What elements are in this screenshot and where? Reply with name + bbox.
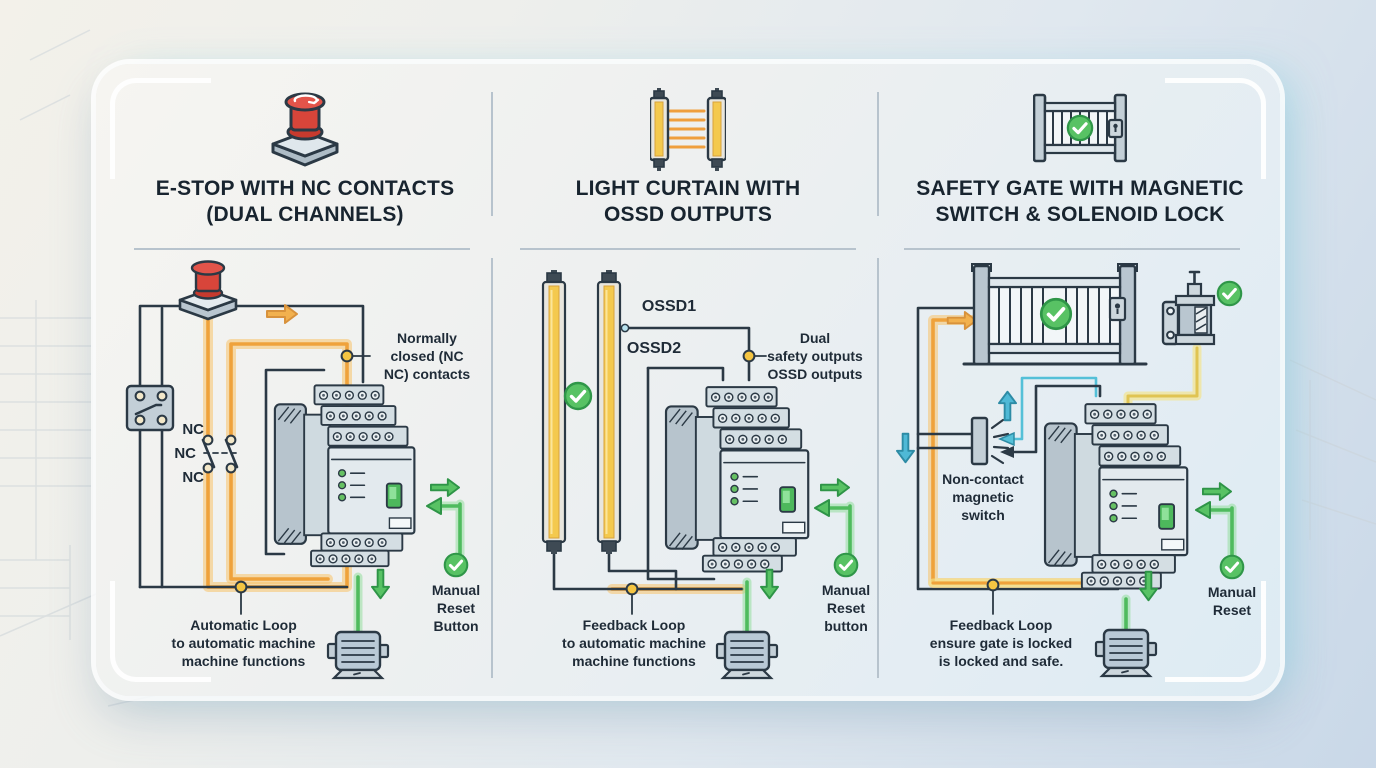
e-stop-device — [178, 260, 238, 321]
ossd2-label: OSSD2 — [626, 340, 682, 357]
nc-label-2: NC — [174, 445, 196, 462]
reset-arrow-right-icon — [430, 478, 460, 497]
panel-header-estop: E-STOP WITH NC CONTACTS (DUAL CHANNELS) — [119, 84, 491, 228]
contacts-note: Normally closed (NC NC) contacts — [383, 330, 471, 382]
nc-label-1: NC — [182, 421, 204, 438]
outputs-note: Dual safety outputs OSSD outputs — [767, 330, 863, 382]
gate-check-icon — [1039, 297, 1073, 331]
safety-relay-module — [275, 385, 415, 566]
light-curtain-icon — [502, 84, 874, 176]
nc-label-3: NC — [182, 469, 204, 486]
loop-arrow-right-icon — [946, 311, 978, 330]
diagram-estop: NC NC NC Normally closed (NC NC) contact… — [118, 256, 490, 692]
loop-junction-dot — [234, 580, 248, 594]
switch-note: Non-contact magnetic switch — [942, 471, 1024, 523]
loop-junction-dot — [625, 582, 639, 596]
light-curtain-bar-left — [541, 270, 567, 554]
reset-arrow-left-icon — [1195, 501, 1211, 519]
title-underline-2 — [520, 248, 856, 250]
divider-2-bottom — [877, 258, 879, 678]
reset-check-icon — [833, 552, 859, 578]
switch-wires — [916, 432, 974, 450]
loop-note: Feedback Loop to automatic machine machi… — [562, 617, 706, 669]
safety-gate-device — [962, 263, 1148, 366]
cyan-arrow-down-icon — [896, 432, 915, 464]
title-underline-1 — [134, 248, 470, 250]
light-curtain-bar-right — [596, 270, 622, 554]
junction-dot — [742, 349, 756, 363]
reset-arrow-right-icon — [1202, 482, 1232, 501]
diagram-light-curtain: OSSD1 OSSD2 Dual safety outputs OSSD out… — [504, 256, 876, 692]
infographic-card: E-STOP WITH NC CONTACTS (DUAL CHANNELS) — [96, 64, 1280, 696]
manual-reset-path — [814, 478, 859, 578]
output-arrow-down-icon — [760, 568, 779, 600]
dark-arrow-left-icon — [1000, 446, 1014, 458]
reset-note: Manual Reset Button — [431, 582, 481, 634]
machine-output — [715, 568, 779, 680]
nc-contacts — [201, 434, 240, 474]
divider-2-top — [877, 92, 879, 216]
corner-bracket-bottom-right — [1165, 581, 1266, 682]
corner-bracket-top-right — [1165, 78, 1266, 179]
reset-arrow-left-icon — [426, 497, 442, 515]
output-arrow-down-icon — [371, 568, 390, 600]
cyan-arrow-up-icon — [998, 390, 1017, 422]
safety-relay-module — [1045, 404, 1187, 588]
panel-header-light-curtain: LIGHT CURTAIN WITH OSSD OUTPUTS — [502, 84, 874, 228]
corner-bracket-bottom-left — [110, 581, 211, 682]
corner-bracket-top-left — [110, 78, 211, 179]
safety-relay-module — [666, 387, 808, 571]
signal-wires — [896, 376, 1102, 464]
reset-check-icon — [443, 552, 469, 578]
curtain-check-icon — [563, 381, 593, 411]
safety-gate-icon — [894, 84, 1266, 176]
ossd-wires — [621, 326, 751, 581]
cyan-arrow-left-icon — [998, 431, 1015, 447]
loop-note: Automatic Loop to automatic machine mach… — [171, 617, 316, 669]
solenoid-check-icon — [1216, 280, 1243, 307]
reset-check-icon — [1219, 554, 1245, 580]
contact-block — [125, 384, 175, 432]
panel-header-safety-gate: SAFETY GATE WITH MAGNETIC SWITCH & SOLEN… — [894, 84, 1266, 228]
reset-arrow-left-icon — [814, 499, 830, 517]
divider-1-top — [491, 92, 493, 216]
diagram-safety-gate: Non-contact magnetic switch Feedback Loo… — [888, 256, 1260, 692]
loop-note: Feedback Loop ensure gate is locked is l… — [929, 617, 1073, 669]
flow-arrow-icon — [266, 304, 298, 324]
manual-reset-path — [1195, 482, 1245, 580]
loop-junction-dot — [986, 578, 1000, 592]
e-stop-icon — [119, 84, 491, 176]
solenoid-lock-device — [1161, 270, 1243, 346]
machine-output — [326, 568, 390, 680]
divider-1-bottom — [491, 258, 493, 678]
ossd-connector-dot — [620, 323, 630, 333]
magnetic-switch-device — [970, 416, 1010, 466]
panel-title-estop: E-STOP WITH NC CONTACTS (DUAL CHANNELS) — [155, 177, 455, 227]
ossd1-label: OSSD1 — [641, 298, 697, 315]
reset-arrow-right-icon — [820, 478, 850, 497]
junction-dot — [340, 349, 354, 363]
panel-title-light-curtain: LIGHT CURTAIN WITH OSSD OUTPUTS — [575, 177, 801, 227]
machine-output — [1094, 570, 1158, 678]
reset-note: Manual Reset button — [821, 582, 871, 634]
title-underline-3 — [904, 248, 1240, 250]
manual-reset-path — [426, 478, 469, 578]
panel-title-safety-gate: SAFETY GATE WITH MAGNETIC SWITCH & SOLEN… — [916, 177, 1244, 227]
